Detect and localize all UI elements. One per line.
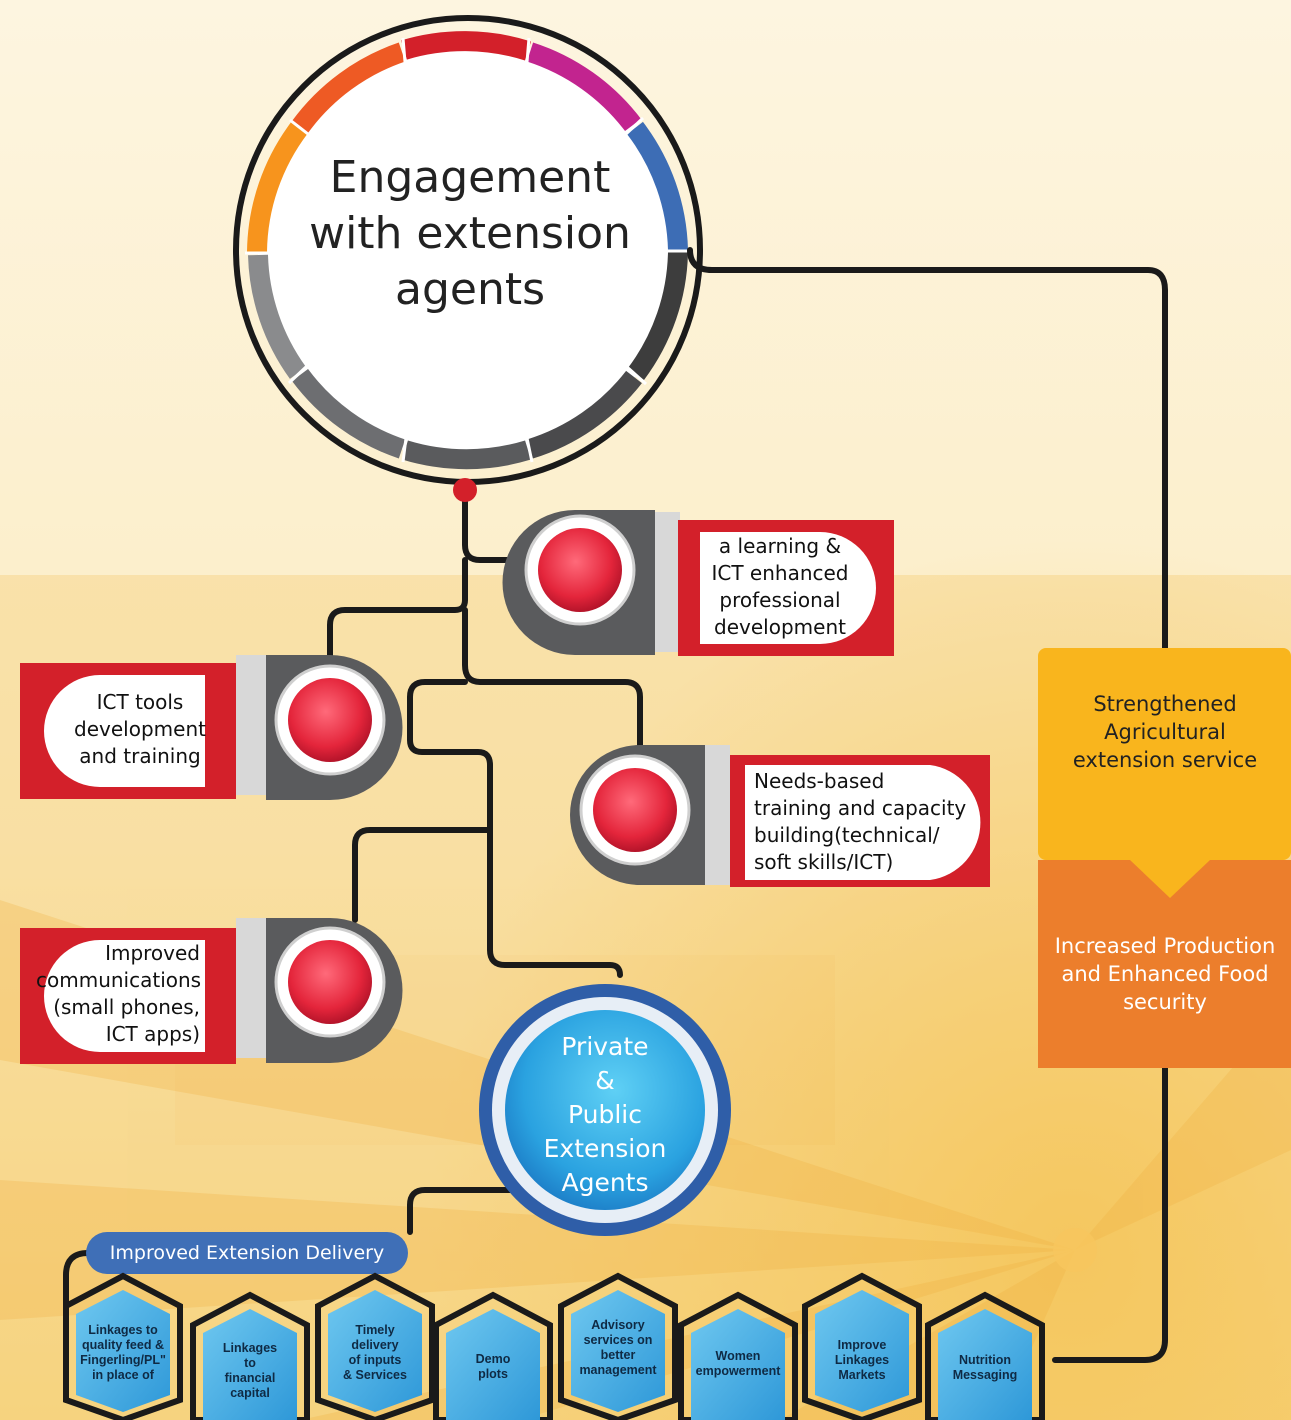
outcome-bottom-line: and Enhanced Food	[1061, 962, 1269, 986]
hex-label-5: Advisory services on better management	[563, 1318, 673, 1378]
hex-line: better	[600, 1348, 636, 1362]
delivery-pill	[86, 1232, 408, 1274]
branch-3-label: Needs-based training and capacity buildi…	[754, 768, 994, 876]
branch-3-line: soft skills/ICT)	[754, 850, 894, 874]
branch-4-line: (small phones,	[53, 995, 200, 1019]
branch-1-line: development	[714, 615, 846, 639]
hex-line: delivery	[351, 1338, 399, 1352]
outcome-boxes	[1038, 648, 1291, 1068]
outcome-top-line: Agricultural	[1104, 720, 1226, 744]
branch-card-2	[20, 655, 403, 800]
hex-line: Demo	[475, 1352, 511, 1366]
branch-2-label: ICT tools development and training	[60, 689, 210, 770]
hex-line: plots	[478, 1367, 508, 1381]
agents-line: &	[595, 1066, 615, 1095]
branch-4-label: Improved communications (small phones, I…	[36, 940, 202, 1048]
branch-1-label: a learning & ICT enhanced professional d…	[700, 533, 860, 641]
title-line: agents	[394, 264, 546, 315]
branch-3-line: training and capacity	[754, 796, 967, 820]
outcome-bottom-line: Increased Production	[1054, 934, 1276, 958]
hex-label-2: Linkages to financial capital	[195, 1341, 305, 1401]
branch-1-line: ICT enhanced	[711, 561, 849, 585]
connector-lines	[63, 247, 1168, 1403]
hex-line: Advisory	[591, 1318, 645, 1332]
branch-2-line: and training	[79, 744, 201, 768]
agents-label: Private & Public Extension Agents	[520, 1030, 690, 1200]
branch-1-line: a learning &	[718, 534, 842, 558]
agents-orb	[479, 984, 731, 1236]
hex-line: capital	[230, 1386, 270, 1400]
ring-dot	[453, 478, 477, 502]
hex-line: services on	[583, 1333, 653, 1347]
branch-3-line: building(technical/	[754, 823, 940, 847]
agents-line: Agents	[561, 1168, 649, 1197]
hex-label-7: Improve Linkages Markets	[807, 1338, 917, 1383]
hex-line: Improve	[837, 1338, 887, 1352]
branch-4-line: Improved	[105, 941, 200, 965]
outcome-top-line: extension service	[1072, 748, 1258, 772]
hex-line: Women	[715, 1349, 761, 1363]
hex-line: management	[579, 1363, 657, 1377]
page-title: Engagement with extension agents	[290, 150, 650, 318]
outcome-bottom-line: security	[1123, 990, 1207, 1014]
title-line: with extension	[309, 208, 631, 259]
branch-card-4	[20, 918, 403, 1064]
hex-line: of inputs	[348, 1353, 402, 1367]
branch-4-line: communications	[36, 968, 202, 992]
outcome-top-label: Strengthened Agricultural extension serv…	[1040, 690, 1290, 774]
delivery-pill-label: Improved Extension Delivery	[109, 1242, 385, 1264]
branch-card-3	[570, 745, 990, 887]
agents-line: Public	[568, 1100, 642, 1129]
branch-3-line: Needs-based	[754, 769, 885, 793]
hex-line: Fingerling/PL"	[80, 1353, 166, 1367]
branch-card-1	[502, 510, 894, 656]
outcome-top-line: Strengthened	[1093, 692, 1237, 716]
hex-line: to	[244, 1356, 256, 1370]
branch-4-line: ICT apps)	[105, 1022, 200, 1046]
hex-label-1: Linkages to quality feed & Fingerling/PL…	[68, 1323, 178, 1383]
hex-line: Linkages	[834, 1353, 890, 1367]
hex-line: in place of	[92, 1368, 154, 1382]
hex-line: Linkages to	[88, 1323, 158, 1337]
hex-label-3: Timely delivery of inputs & Services	[320, 1323, 430, 1383]
hex-line: Linkages	[222, 1341, 278, 1355]
branch-1-line: professional	[719, 588, 841, 612]
hex-line: Timely	[355, 1323, 395, 1337]
hex-label-8: Nutrition Messaging	[930, 1353, 1040, 1383]
hex-line: Messaging	[952, 1368, 1018, 1382]
hex-line: Markets	[838, 1368, 886, 1382]
outcome-bottom-label: Increased Production and Enhanced Food s…	[1040, 932, 1290, 1016]
hex-line: financial	[224, 1371, 276, 1385]
hex-line: empowerment	[695, 1364, 781, 1378]
agents-line: Extension	[543, 1134, 667, 1163]
hex-line: & Services	[343, 1368, 407, 1382]
title-line: Engagement	[329, 152, 611, 203]
hex-row	[63, 1272, 1045, 1420]
hex-line: Nutrition	[958, 1353, 1012, 1367]
branch-2-line: development	[74, 717, 206, 741]
hex-label-6: Women empowerment	[683, 1349, 793, 1379]
main-circle	[233, 15, 703, 485]
agents-line: Private	[561, 1032, 649, 1061]
branch-2-line: ICT tools	[96, 690, 184, 714]
hex-line: quality feed &	[82, 1338, 164, 1352]
hex-label-4: Demo plots	[438, 1352, 548, 1382]
